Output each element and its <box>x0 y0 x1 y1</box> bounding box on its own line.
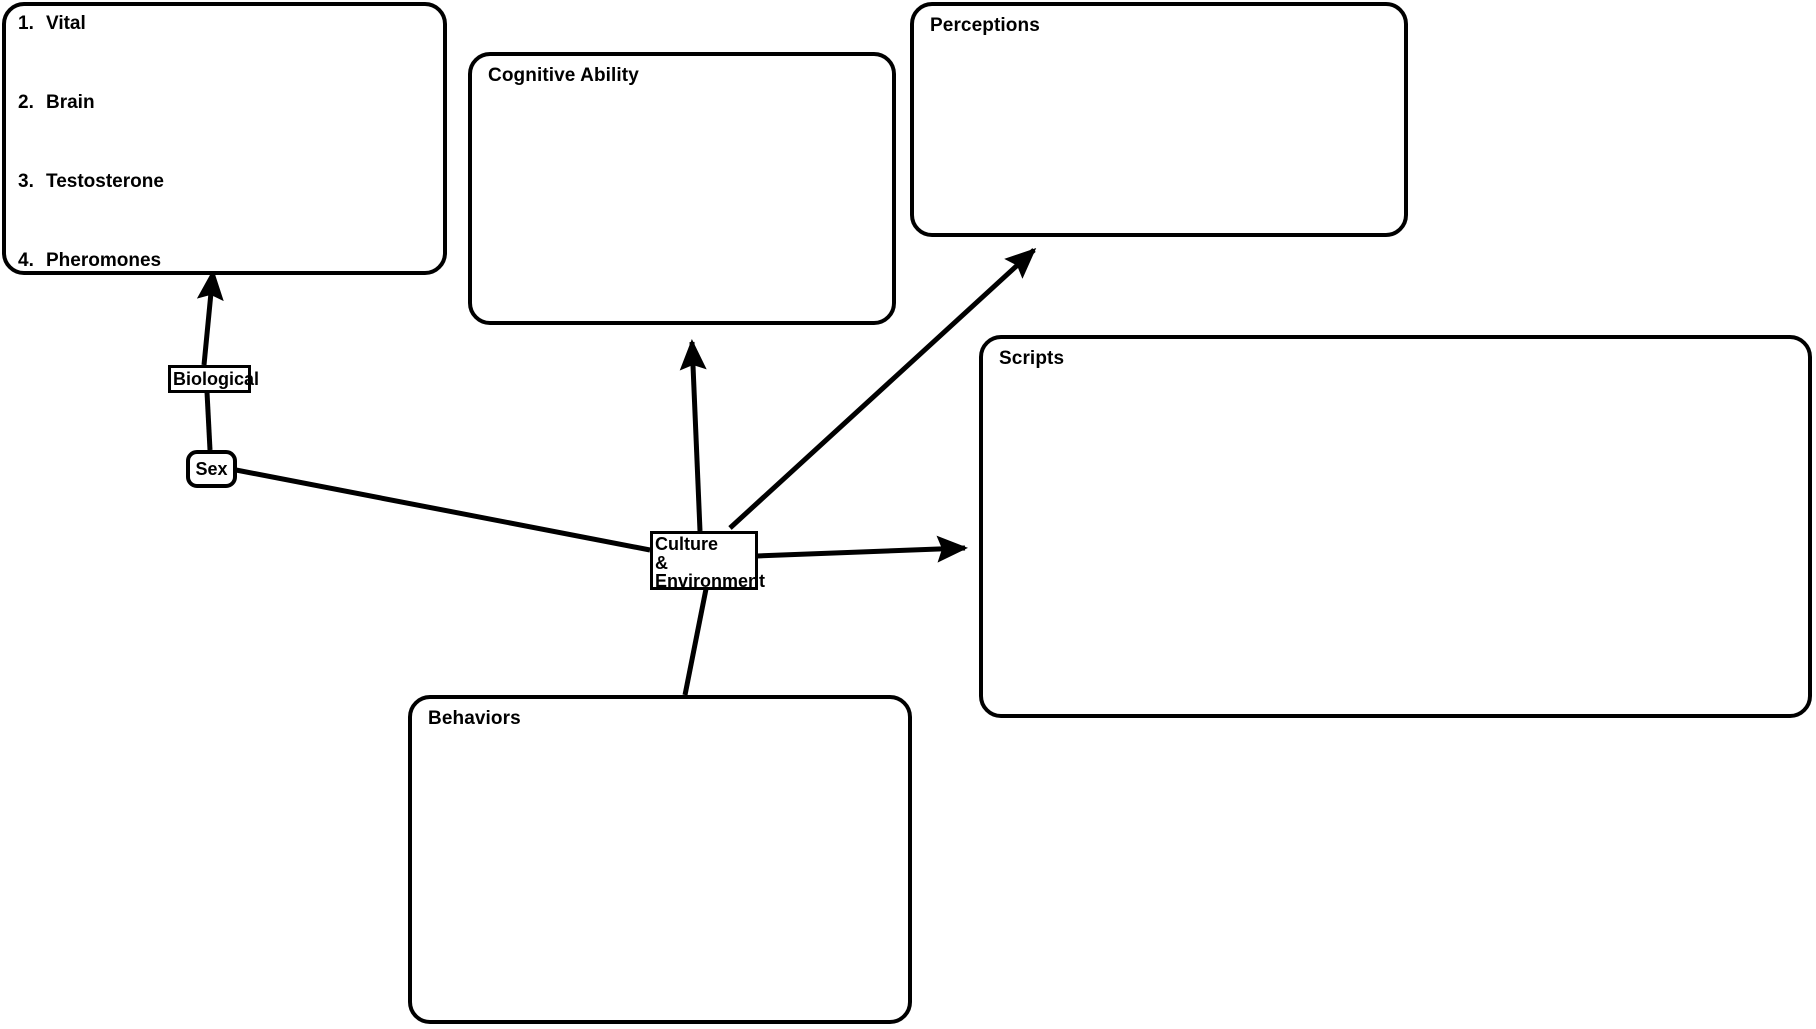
list-item-number: 4. <box>18 250 34 271</box>
list-item: 1. Vital <box>18 14 433 93</box>
list-item: 4. Pheromones <box>18 251 433 330</box>
list-item-number: 3. <box>18 171 34 192</box>
node-culture-environment-label: Culture & Environment <box>655 535 765 591</box>
panel-cognitive-ability[interactable]: Cognitive Ability <box>468 52 896 325</box>
list-item-number: 1. <box>18 13 34 34</box>
edge-behaviors-to-culture <box>682 588 709 696</box>
list-item-number: 2. <box>18 92 34 113</box>
list-item-label: Testosterone <box>46 171 164 192</box>
panel-scripts[interactable]: Scripts <box>979 335 1812 718</box>
panel-title-scripts: Scripts <box>999 348 1065 369</box>
node-biological-label: Biological <box>173 368 260 389</box>
node-sex-label: Sex <box>195 458 228 479</box>
list-item: 3. Testosterone <box>18 172 433 251</box>
panel-title-cognitive-ability: Cognitive Ability <box>488 65 639 86</box>
edge-culture-to-scripts-arrow <box>756 535 968 563</box>
node-culture-environment[interactable]: Culture & Environment <box>650 531 765 590</box>
panel-title-perceptions: Perceptions <box>930 15 1040 36</box>
list-item-label: Pheromones <box>46 250 162 271</box>
biological-factors-list: 1. Vital 2. Brain 3. Testosterone 4. Pheromo… <box>18 14 433 330</box>
edge-sex-to-biological <box>204 391 213 451</box>
culture-line-3: Environment <box>655 571 766 592</box>
list-item: 2. Brain <box>18 93 433 172</box>
edge-sex-to-culture <box>235 467 651 553</box>
culture-line-1: Culture <box>655 534 718 554</box>
panel-title-behaviors: Behaviors <box>428 708 521 729</box>
edge-culture-to-cognitive-ability-arrow <box>679 339 707 532</box>
culture-line-2: & <box>655 552 668 573</box>
panel-biological-factors[interactable]: 1. Vital 2. Brain 3. Testosterone 4. Pheromo… <box>2 2 447 275</box>
node-sex[interactable]: Sex <box>186 450 237 488</box>
list-item-label: Vital <box>46 13 86 34</box>
list-item-label: Brain <box>46 92 95 113</box>
node-biological[interactable]: Biological <box>168 365 259 393</box>
panel-behaviors[interactable]: Behaviors <box>408 695 912 1024</box>
panel-perceptions[interactable]: Perceptions <box>910 2 1408 237</box>
